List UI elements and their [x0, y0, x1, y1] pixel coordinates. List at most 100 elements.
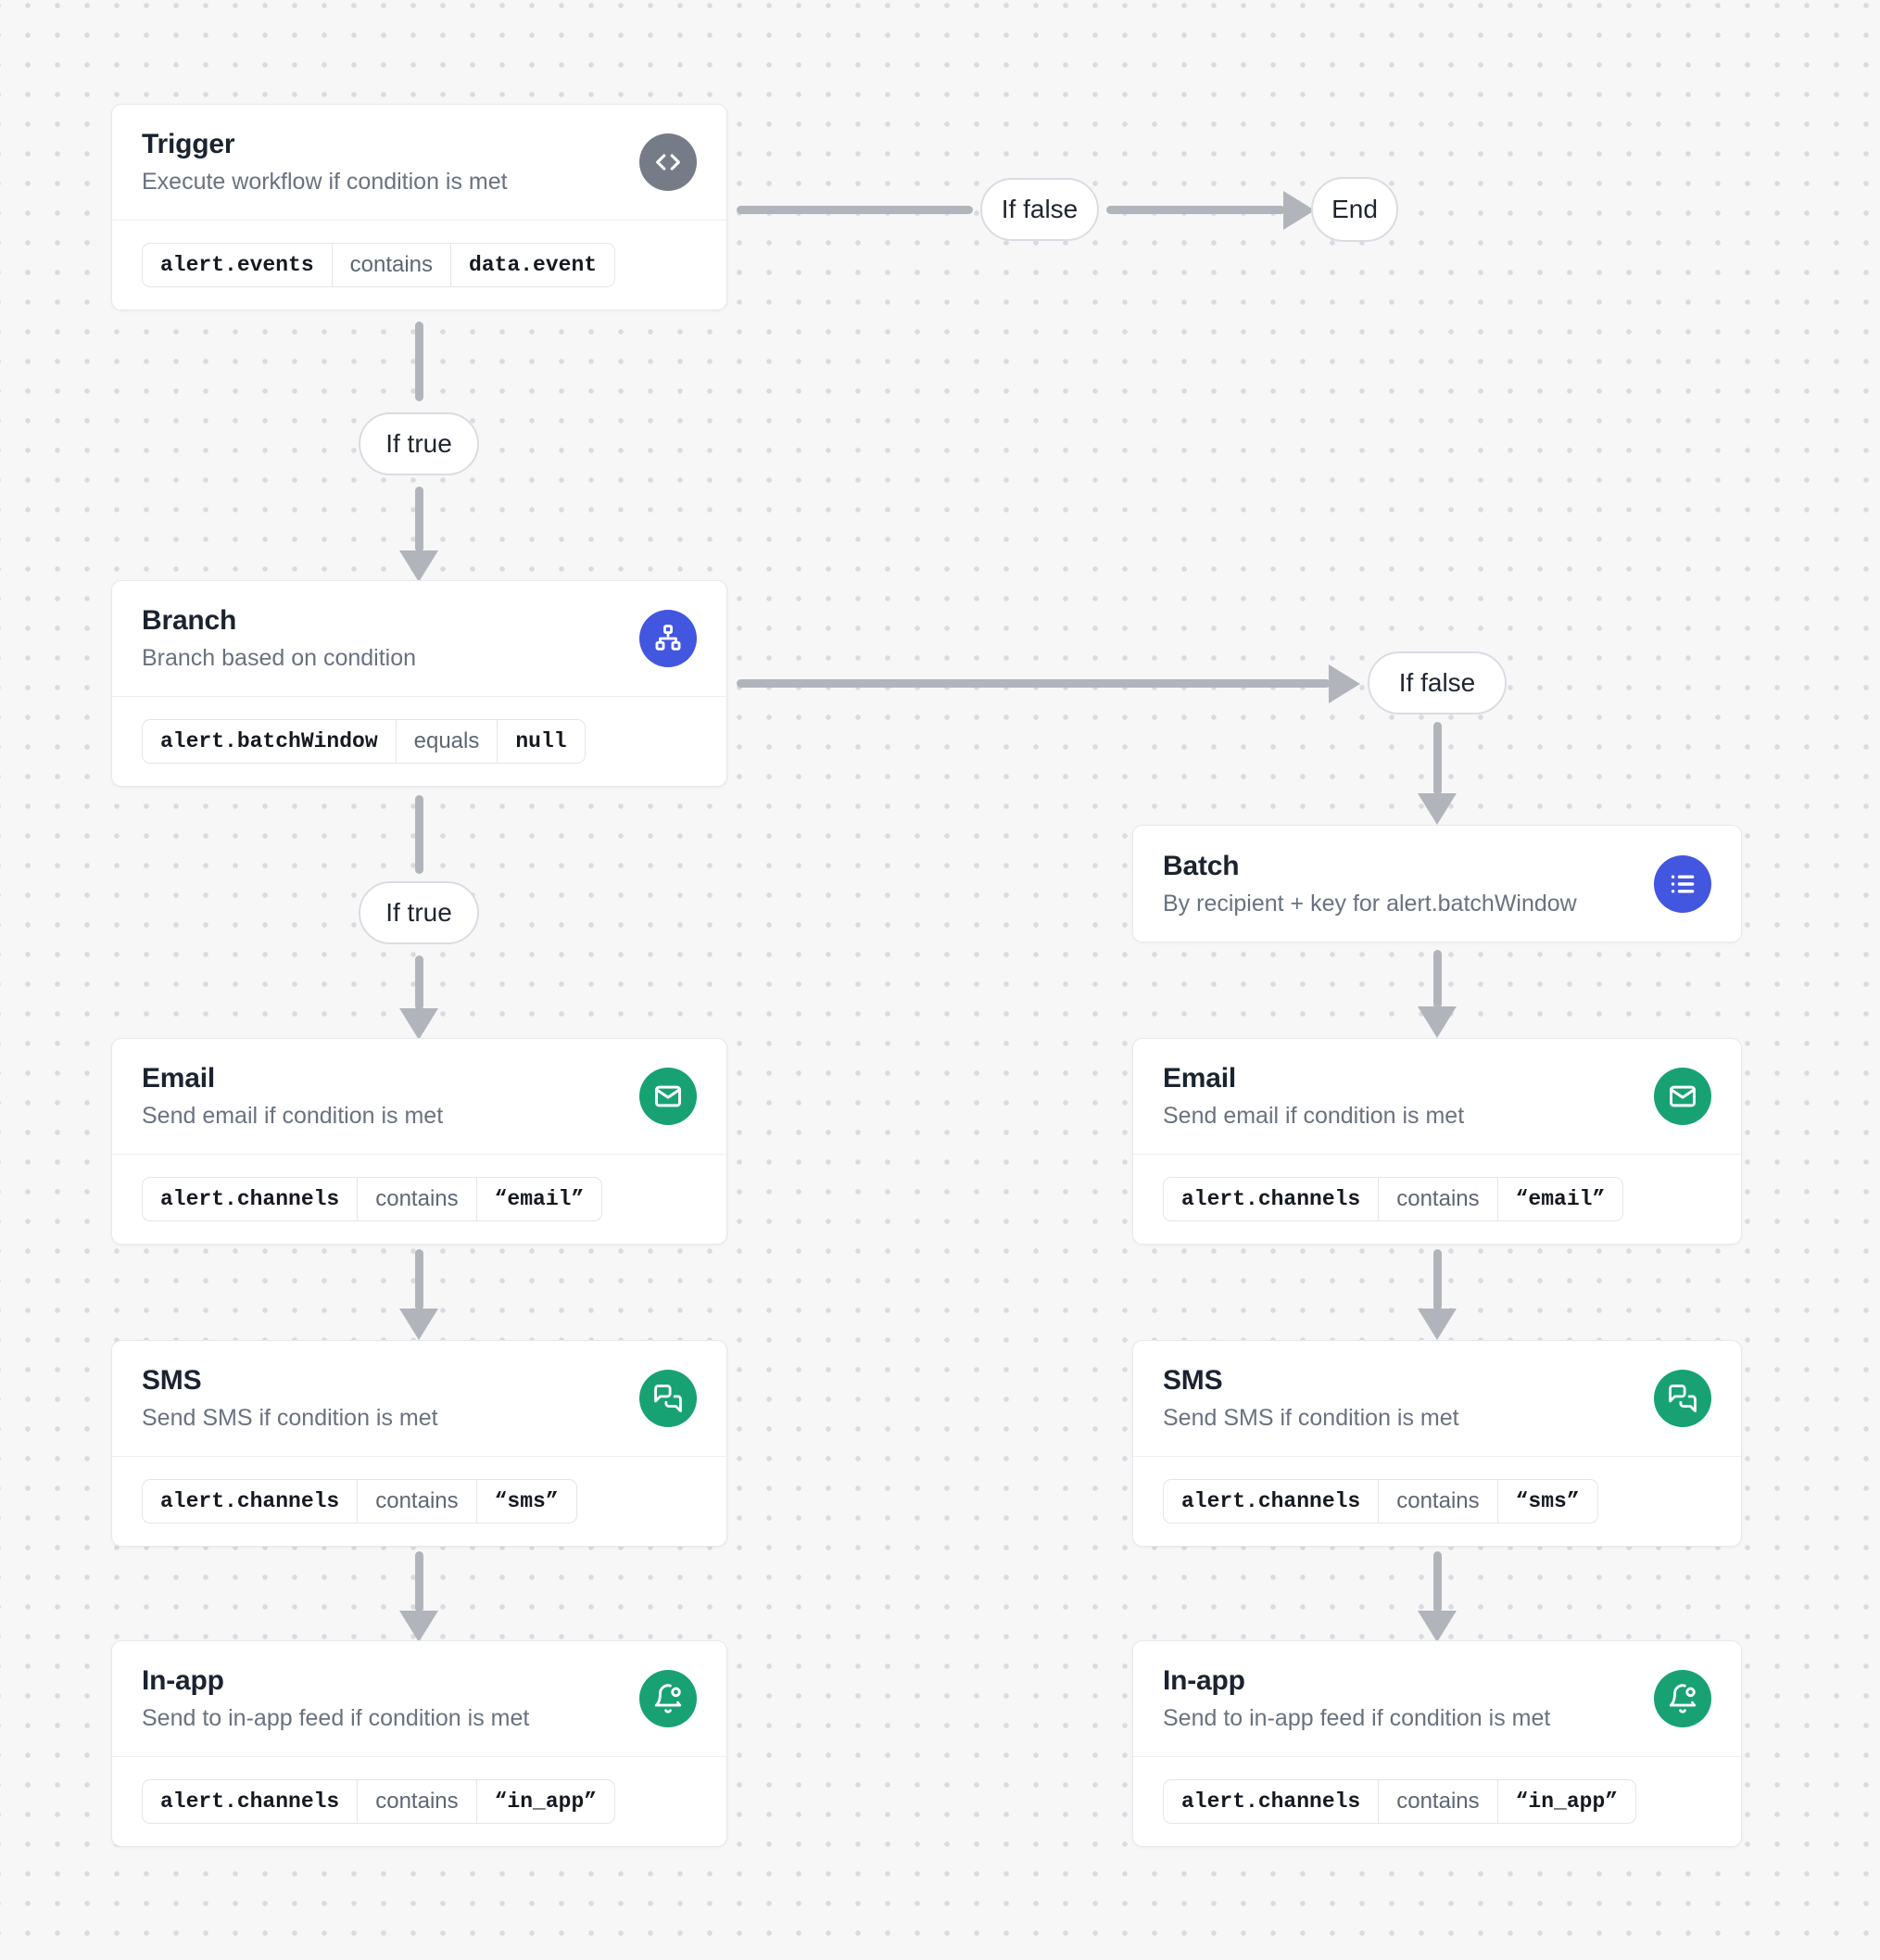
- node-subtitle: Send email if condition is met: [1163, 1103, 1465, 1129]
- node-text: In-app Send to in-app feed if condition …: [142, 1665, 529, 1732]
- condition-value: data.event: [450, 244, 614, 286]
- edge-email-sms-right-line: [1433, 1249, 1442, 1310]
- node-header: In-app Send to in-app feed if condition …: [1133, 1641, 1741, 1756]
- condition-field: alert.channels: [1181, 1789, 1361, 1814]
- condition-section: alert.channels contains “email”: [112, 1154, 726, 1244]
- node-sms-right[interactable]: SMS Send SMS if condition is met alert.c…: [1132, 1340, 1742, 1547]
- chat-bubbles-icon: [1654, 1370, 1711, 1427]
- list-icon: [1654, 854, 1711, 913]
- node-subtitle: Send email if condition is met: [142, 1103, 444, 1129]
- edge-iffalse-end-arrowhead: [1283, 191, 1315, 230]
- chat-bubbles-icon: [639, 1370, 697, 1427]
- node-header: Trigger Execute workflow if condition is…: [112, 105, 726, 220]
- node-header: Email Send email if condition is met: [112, 1039, 726, 1154]
- edge-sms-inapp-right-line: [1433, 1551, 1442, 1612]
- edge-label-if-true-2: If true: [359, 881, 479, 944]
- node-header: In-app Send to in-app feed if condition …: [112, 1641, 726, 1756]
- mail-icon: [639, 1068, 697, 1125]
- condition-chip: alert.channels contains “email”: [1163, 1177, 1624, 1221]
- condition-value: “email”: [475, 1178, 602, 1220]
- node-sms-left[interactable]: SMS Send SMS if condition is met alert.c…: [111, 1340, 727, 1547]
- node-text: Email Send email if condition is met: [142, 1063, 443, 1130]
- condition-value: “sms”: [1496, 1480, 1597, 1523]
- node-subtitle: Execute workflow if condition is met: [142, 169, 508, 195]
- node-email-right[interactable]: Email Send email if condition is met ale…: [1132, 1038, 1742, 1245]
- node-text: Email Send email if condition is met: [1163, 1063, 1464, 1130]
- node-subtitle: Send SMS if condition is met: [142, 1405, 438, 1431]
- code-icon: [639, 133, 697, 191]
- node-email-left[interactable]: Email Send email if condition is met ale…: [111, 1038, 727, 1245]
- node-inapp-left[interactable]: In-app Send to in-app feed if condition …: [111, 1640, 727, 1847]
- node-title: SMS: [1163, 1365, 1223, 1396]
- node-subtitle: By recipient + key for alert.batchWindow: [1163, 890, 1577, 917]
- edge-sms-inapp-right-arrowhead: [1418, 1611, 1457, 1642]
- hierarchy-icon: [639, 610, 697, 667]
- node-header: Email Send email if condition is met: [1133, 1039, 1741, 1154]
- condition-field: alert.channels: [160, 1789, 340, 1814]
- node-text: SMS Send SMS if condition is met: [1163, 1365, 1459, 1432]
- condition-field: alert.batchWindow: [160, 729, 378, 753]
- condition-operator: contains: [1378, 1480, 1496, 1523]
- condition-operator: contains: [357, 1178, 475, 1220]
- node-subtitle: Send to in-app feed if condition is met: [142, 1705, 530, 1731]
- edge-sms-inapp-line: [415, 1551, 423, 1612]
- condition-operator: contains: [1378, 1780, 1496, 1823]
- node-branch[interactable]: Branch Branch based on condition alert.b…: [111, 580, 727, 787]
- condition-field: alert.channels: [1181, 1489, 1361, 1513]
- bell-badge-icon: [1654, 1670, 1711, 1727]
- node-trigger[interactable]: Trigger Execute workflow if condition is…: [111, 104, 727, 310]
- node-batch[interactable]: Batch By recipient + key for alert.batch…: [1132, 825, 1742, 942]
- node-text: SMS Send SMS if condition is met: [142, 1365, 438, 1432]
- node-subtitle: Branch based on condition: [142, 645, 417, 671]
- edge-iftrue-branch-arrowhead: [399, 550, 438, 582]
- edge-trigger-iffalse-line: [737, 206, 973, 214]
- condition-operator: contains: [331, 244, 450, 286]
- mail-icon: [1654, 1068, 1711, 1125]
- condition-chip: alert.channels contains “sms”: [142, 1479, 577, 1524]
- edge-branch-iffalse-arrowhead: [1329, 664, 1360, 703]
- edge-email-sms-arrowhead: [399, 1309, 438, 1340]
- condition-section: alert.channels contains “in_app”: [1133, 1756, 1741, 1846]
- edge-iffalse-end-line: [1106, 206, 1285, 214]
- bell-badge-icon: [639, 1670, 697, 1727]
- condition-field: alert.channels: [160, 1489, 340, 1513]
- node-inapp-right[interactable]: In-app Send to in-app feed if condition …: [1132, 1640, 1742, 1847]
- condition-field: alert.channels: [160, 1187, 340, 1211]
- node-title: In-app: [1163, 1665, 1245, 1696]
- node-title: In-app: [142, 1665, 224, 1696]
- condition-chip: alert.events contains data.event: [142, 243, 616, 287]
- condition-chip: alert.channels contains “sms”: [1163, 1479, 1598, 1524]
- edge-iffalse-batch-arrowhead: [1418, 793, 1457, 825]
- condition-value: “email”: [1496, 1178, 1623, 1220]
- condition-chip: alert.channels contains “email”: [142, 1177, 603, 1221]
- node-subtitle: Send SMS if condition is met: [1163, 1405, 1459, 1431]
- edge-branch-iffalse-line: [737, 679, 1331, 688]
- node-text: Trigger Execute workflow if condition is…: [142, 129, 508, 196]
- node-subtitle: Send to in-app feed if condition is met: [1163, 1705, 1551, 1731]
- node-end[interactable]: End: [1311, 177, 1398, 242]
- edge-trigger-iftrue-line: [415, 322, 423, 401]
- condition-section: alert.channels contains “in_app”: [112, 1756, 726, 1846]
- edge-sms-inapp-arrowhead: [399, 1611, 438, 1642]
- condition-chip: alert.channels contains “in_app”: [1163, 1779, 1637, 1824]
- node-title: Trigger: [142, 129, 235, 159]
- node-text: Batch By recipient + key for alert.batch…: [1163, 851, 1577, 917]
- edge-branch-iftrue-line: [415, 795, 423, 874]
- edge-batch-email-arrowhead: [1418, 1006, 1457, 1038]
- node-title: Batch: [1163, 850, 1240, 881]
- edge-email-sms-line: [415, 1249, 423, 1310]
- condition-chip: alert.channels contains “in_app”: [142, 1779, 616, 1824]
- condition-operator: contains: [357, 1480, 475, 1523]
- edge-iftrue-email-line: [415, 955, 423, 1010]
- edge-batch-email-line: [1433, 950, 1442, 1008]
- node-header: Branch Branch based on condition: [112, 581, 726, 696]
- condition-section: alert.events contains data.event: [112, 220, 726, 310]
- condition-value: “in_app”: [1496, 1780, 1635, 1823]
- edge-iftrue-branch-line: [415, 487, 423, 552]
- edge-email-sms-right-arrowhead: [1418, 1309, 1457, 1340]
- node-title: Branch: [142, 605, 237, 636]
- node-title: Email: [142, 1063, 216, 1094]
- edge-label-if-true-1: If true: [359, 412, 479, 475]
- condition-value: null: [497, 720, 584, 763]
